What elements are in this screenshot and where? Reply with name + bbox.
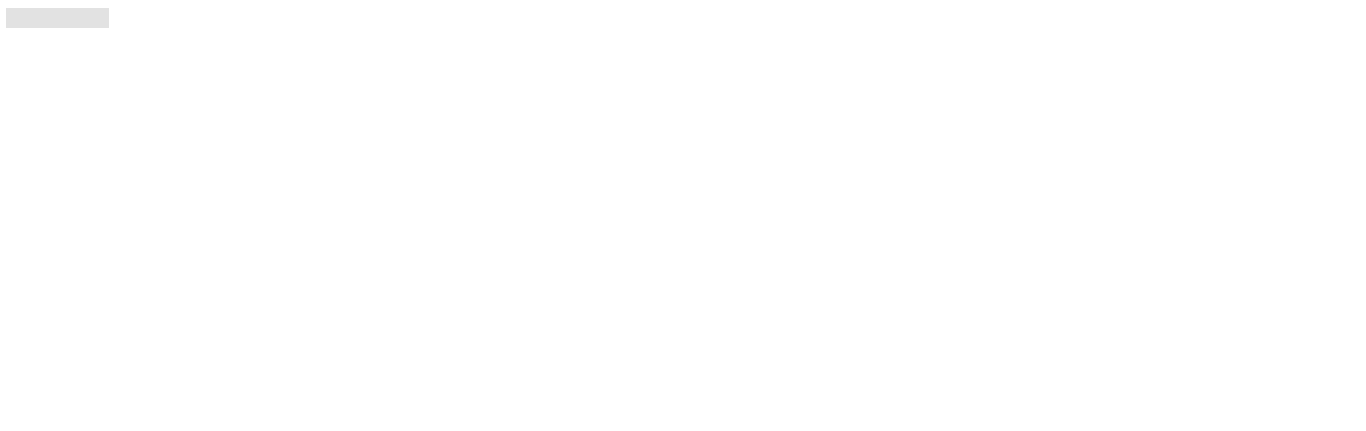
document-title-banner [6,8,109,28]
meta-row [6,418,93,427]
meta-row [6,410,93,419]
property-meta [6,410,93,427]
